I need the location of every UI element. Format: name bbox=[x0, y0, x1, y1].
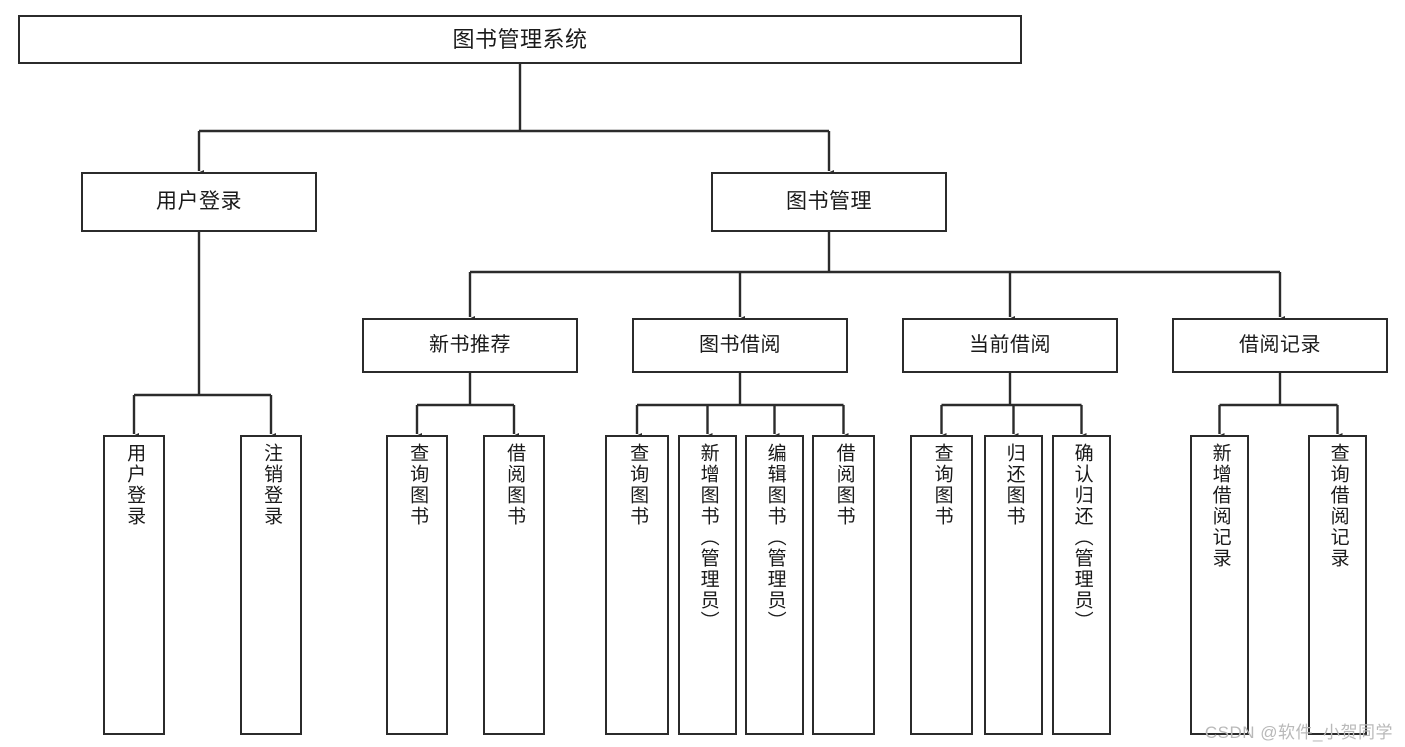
node-label-leaf-bq: 查询图书 bbox=[627, 443, 649, 527]
node-label-leaf-radd: 新增借阅记录 bbox=[1209, 443, 1231, 569]
node-leaf-bq[interactable]: 查询图书 bbox=[605, 435, 669, 735]
watermark-text: CSDN @软件_小贺同学 bbox=[1204, 723, 1393, 742]
node-login[interactable]: 用户登录 bbox=[81, 172, 317, 232]
node-label-leaf-rquery: 查询借阅记录 bbox=[1327, 443, 1349, 569]
node-label-leaf-bedit: 编辑图书（管理员） bbox=[764, 443, 786, 632]
node-root[interactable]: 图书管理系统 bbox=[18, 15, 1022, 64]
edge-layer bbox=[129, 64, 1343, 442]
node-label-leaf-nb-query: 查询图书 bbox=[407, 443, 429, 527]
node-leaf-cq[interactable]: 查询图书 bbox=[910, 435, 973, 735]
node-leaf-nb-borrow[interactable]: 借阅图书 bbox=[483, 435, 545, 735]
node-label-leaf-logout: 注销登录 bbox=[261, 443, 283, 527]
node-label-root: 图书管理系统 bbox=[452, 26, 588, 52]
node-label-current: 当前借阅 bbox=[969, 334, 1051, 356]
node-borrow[interactable]: 图书借阅 bbox=[632, 318, 848, 373]
node-label-leaf-creturn: 归还图书 bbox=[1003, 443, 1025, 527]
node-current[interactable]: 当前借阅 bbox=[902, 318, 1118, 373]
node-leaf-badd[interactable]: 新增图书（管理员） bbox=[678, 435, 737, 735]
node-label-borrow: 图书借阅 bbox=[699, 334, 781, 356]
node-label-newbooks: 新书推荐 bbox=[429, 334, 511, 356]
node-label-leaf-bborrow: 借阅图书 bbox=[833, 443, 855, 527]
node-leaf-bborrow[interactable]: 借阅图书 bbox=[812, 435, 875, 735]
node-label-bookmgmt: 图书管理 bbox=[786, 189, 872, 213]
node-leaf-cconfirm[interactable]: 确认归还（管理员） bbox=[1052, 435, 1111, 735]
node-label-leaf-cq: 查询图书 bbox=[931, 443, 953, 527]
node-label-leaf-nb-borrow: 借阅图书 bbox=[504, 443, 526, 527]
node-bookmgmt[interactable]: 图书管理 bbox=[711, 172, 947, 232]
node-leaf-radd[interactable]: 新增借阅记录 bbox=[1190, 435, 1249, 735]
node-label-leaf-login: 用户登录 bbox=[124, 443, 146, 527]
node-leaf-logout[interactable]: 注销登录 bbox=[240, 435, 302, 735]
node-label-login: 用户登录 bbox=[156, 189, 242, 213]
node-records[interactable]: 借阅记录 bbox=[1172, 318, 1388, 373]
node-leaf-login[interactable]: 用户登录 bbox=[103, 435, 165, 735]
node-label-leaf-cconfirm: 确认归还（管理员） bbox=[1071, 443, 1093, 632]
node-label-records: 借阅记录 bbox=[1239, 334, 1321, 356]
node-leaf-nb-query[interactable]: 查询图书 bbox=[386, 435, 448, 735]
node-label-leaf-badd: 新增图书（管理员） bbox=[697, 443, 719, 632]
node-newbooks[interactable]: 新书推荐 bbox=[362, 318, 578, 373]
node-leaf-creturn[interactable]: 归还图书 bbox=[984, 435, 1043, 735]
node-leaf-bedit[interactable]: 编辑图书（管理员） bbox=[745, 435, 804, 735]
node-leaf-rquery[interactable]: 查询借阅记录 bbox=[1308, 435, 1367, 735]
